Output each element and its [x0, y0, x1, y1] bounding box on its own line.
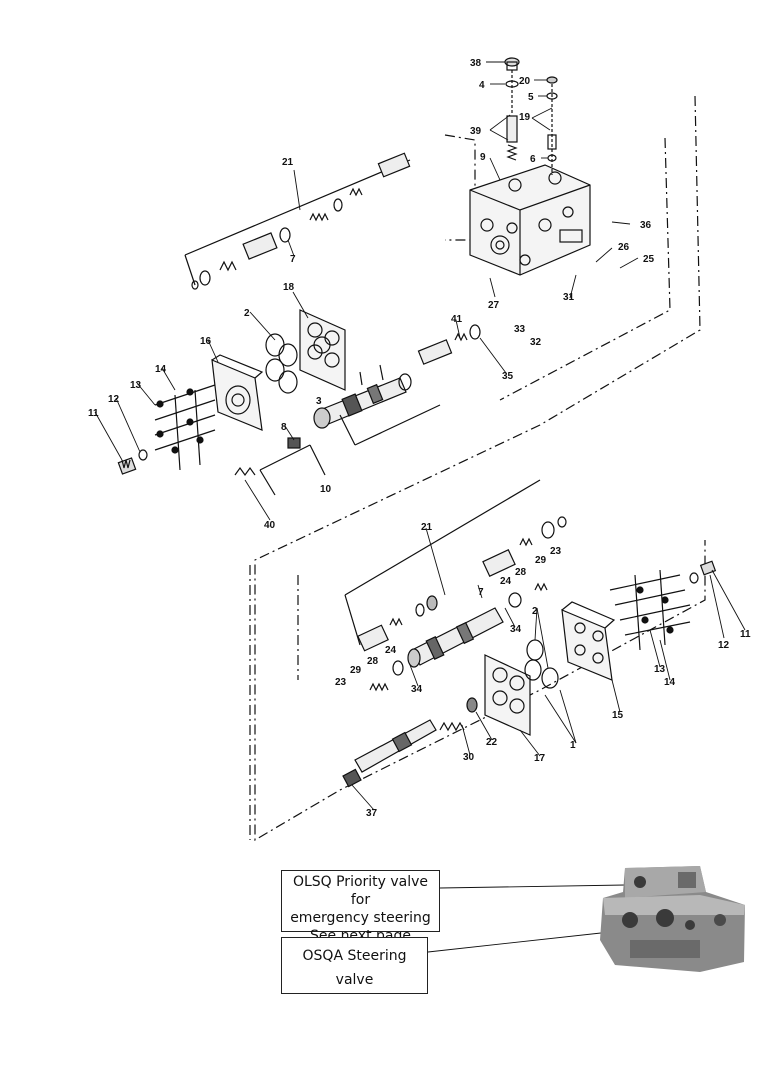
plug-11-upper	[117, 449, 148, 475]
plug-11-lower	[689, 560, 717, 584]
label-14-upper: 14	[155, 364, 167, 375]
callout-osqa-line1: OSQA Steering	[302, 948, 407, 964]
label-34-lower-left: 34	[411, 684, 423, 695]
label-10: 10	[320, 484, 332, 495]
label-14-lower: 14	[664, 677, 676, 688]
label-5: 5	[528, 92, 534, 103]
label-19: 19	[519, 112, 531, 123]
label-28-lower-left: 28	[367, 656, 379, 667]
label-36: 36	[640, 220, 652, 231]
label-18: 18	[283, 282, 295, 293]
bolt-grid-upper	[154, 384, 216, 471]
label-28-upper-right: 28	[515, 567, 527, 578]
callout-olsq-line1: OLSQ Priority valve for	[292, 874, 429, 908]
callout-osqa-line2: valve	[335, 972, 374, 988]
label-6: 6	[530, 154, 536, 165]
label-2-lower: 2	[532, 606, 538, 617]
label-20: 20	[519, 76, 531, 87]
label-33: 33	[514, 324, 526, 335]
label-7-lower: 7	[478, 587, 484, 598]
label-31: 31	[563, 292, 575, 303]
label-26: 26	[618, 242, 630, 253]
label-11-upper: 11	[88, 408, 99, 419]
label-13-upper: 13	[130, 380, 142, 391]
valve-body-upper	[469, 164, 591, 276]
label-21-upper: 21	[282, 157, 294, 168]
label-16: 16	[200, 336, 212, 347]
small-parts-8-10	[234, 437, 326, 496]
label-25: 25	[643, 254, 655, 265]
lower-spool-30	[342, 697, 478, 788]
label-24-upper-right: 24	[500, 576, 512, 587]
label-2-upper: 2	[244, 308, 250, 319]
label-40: 40	[264, 520, 276, 531]
label-41: 41	[451, 314, 463, 325]
label-1: 1	[570, 740, 576, 751]
label-12-lower: 12	[718, 640, 730, 651]
label-3: 3	[316, 396, 322, 407]
orings-2-upper	[265, 333, 298, 394]
label-38: 38	[470, 58, 482, 69]
label-8: 8	[281, 422, 287, 433]
lower-flange-17	[484, 654, 531, 736]
label-11-lower: 11	[740, 629, 751, 640]
label-29-upper-right: 29	[535, 555, 547, 566]
callout-olsq-priority-valve: OLSQ Priority valve for emergency steeri…	[281, 870, 440, 944]
label-27: 27	[488, 300, 500, 311]
end-cap-16	[211, 354, 264, 431]
flange-plate-18	[299, 309, 346, 391]
main-spool-upper	[313, 324, 481, 446]
label-13-lower: 13	[654, 664, 666, 675]
label-17: 17	[534, 753, 546, 764]
label-4: 4	[479, 80, 485, 91]
valve-photo	[600, 866, 745, 972]
label-32: 32	[530, 337, 542, 348]
leader-lines	[94, 61, 746, 953]
label-34-upper-right: 34	[510, 624, 522, 635]
label-37: 37	[366, 808, 378, 819]
label-15: 15	[612, 710, 624, 721]
label-7-upper: 7	[290, 254, 296, 265]
end-cap-15	[561, 601, 616, 681]
callout-osqa-steering-valve: OSQA Steering valve	[281, 937, 428, 994]
bolt-grid-lower	[609, 569, 691, 651]
callout-olsq-line2: emergency steering	[290, 910, 431, 926]
label-24-lower-left: 24	[385, 645, 397, 656]
label-9: 9	[480, 152, 486, 163]
label-29-lower-left: 29	[350, 665, 362, 676]
lower-main-spool	[369, 582, 548, 692]
label-22: 22	[486, 737, 498, 748]
lower-spring-row-21	[344, 479, 567, 652]
upper-spool-row	[184, 152, 411, 290]
label-35: 35	[502, 371, 514, 382]
part-number-labels: 38 4 20 5 19 39 6 9 21 7 36 26 25 27 31 …	[88, 58, 751, 819]
label-39: 39	[470, 126, 482, 137]
label-21-lower: 21	[421, 522, 433, 533]
label-30: 30	[463, 752, 475, 763]
label-23-upper-right: 23	[550, 546, 562, 557]
label-12-upper: 12	[108, 394, 120, 405]
label-23-lower-left: 23	[335, 677, 347, 688]
